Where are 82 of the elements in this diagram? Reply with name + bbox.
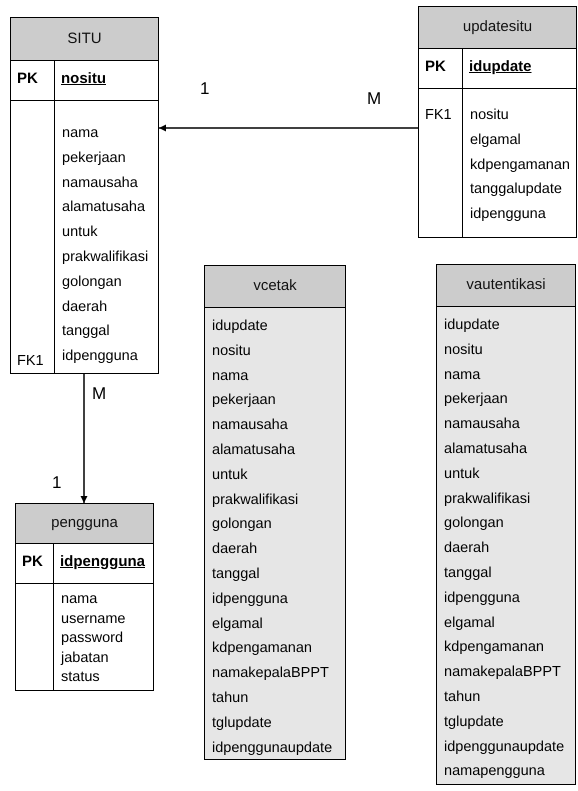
primary-key-field: nositu [61,70,106,87]
table-header: SITU [11,18,158,61]
cardinality-label: 1 [52,473,62,493]
field-name: namapengguna [444,762,545,782]
field-name: idupdate [212,317,268,336]
relationship-arrow [80,374,88,503]
key-marker: FK1 [425,106,452,125]
field-name: elgamal [212,614,263,634]
relationship-arrow [159,124,418,132]
primary-key-row [16,544,153,584]
primary-key-field: idupdate [469,58,532,75]
field-name: namausaha [444,415,520,434]
primary-key-row [419,49,576,89]
field-name: alamatusaha [212,440,296,460]
table-header: vcetak [205,266,345,308]
field-name: prakwalifikasi [444,490,530,509]
primary-key-row [11,61,158,101]
table-box [10,17,159,374]
field-name: daerah [62,298,108,317]
key-marker: PK [425,58,446,75]
field-name: idpenggunaupdate [212,738,332,758]
field-name: prakwalifikasi [62,248,148,267]
field-name: untuk [62,223,98,242]
field-name: nama [61,590,98,609]
cardinality-label: 1 [200,79,210,99]
field-name: pekerjaan [212,391,276,410]
table-box [418,6,577,238]
field-name: elgamal [444,614,495,633]
field-name: nama [212,366,248,386]
field-name: golongan [62,272,122,292]
field-name: namausaha [212,416,288,436]
field-name: tglupdate [444,712,504,732]
table-header: pengguna [16,504,153,544]
field-name: kdpengamanan [444,638,544,658]
field-name: username [61,610,126,628]
field-name: tahun [212,688,248,708]
cardinality-label: M [367,89,382,109]
table-box [15,503,154,691]
field-name: alamatusaha [444,440,528,459]
field-name: tanggal [444,564,492,583]
field-name: idpengguna [470,205,546,224]
field-name: jabatan [61,648,109,668]
field-name: alamatusaha [62,198,146,218]
field-name: idpengguna [444,588,520,608]
field-name: nama [444,366,480,385]
field-name: tanggalupdate [470,180,562,200]
field-name: golongan [444,514,504,534]
field-name: pekerjaan [62,148,126,168]
field-name: idupdate [444,316,500,335]
primary-key-field: idpengguna [60,553,145,570]
field-name: nama [62,124,98,143]
field-name: idpenggunaupdate [444,738,564,757]
field-name: tglupdate [212,714,272,733]
field-name: nositu [444,340,483,360]
field-name: daerah [444,539,490,558]
field-name: golongan [212,515,272,534]
key-marker: PK [22,553,43,570]
field-name: untuk [212,466,248,485]
field-name: tanggal [212,564,260,584]
field-name: idpengguna [62,347,138,366]
field-name: kdpengamanan [212,639,312,658]
field-name: namausaha [62,174,138,193]
field-name: elgamal [470,130,521,150]
field-name: status [61,668,100,687]
field-name: nositu [212,342,251,361]
field-name: untuk [444,464,480,484]
field-name: tanggal [62,322,110,342]
table-header: vautentikasi [437,265,575,307]
table-header: updatesitu [419,7,576,49]
field-name: kdpengamanan [470,156,570,175]
field-name: idpengguna [212,590,288,609]
field-name: password [61,629,124,648]
cardinality-label: M [92,384,106,404]
field-name: prakwalifikasi [212,490,298,510]
key-marker: FK1 [17,352,44,372]
field-name: namakepalaBPPT [444,663,561,682]
key-marker: PK [17,70,38,87]
field-name: daerah [212,540,258,560]
field-name: nositu [470,106,509,125]
field-name: namakepalaBPPT [212,664,329,684]
field-name: tahun [444,688,480,707]
field-name: pekerjaan [444,390,508,410]
